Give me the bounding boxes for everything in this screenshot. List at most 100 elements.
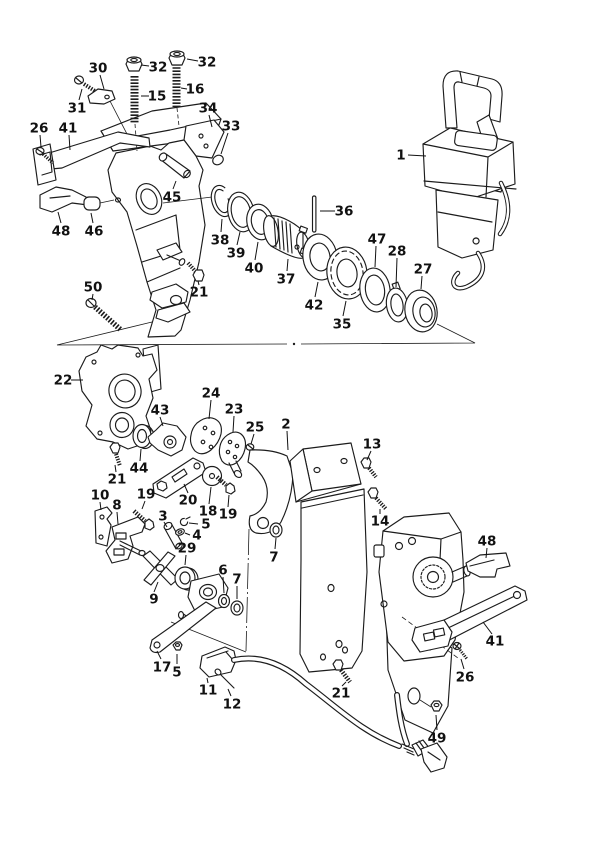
ring-47: [357, 266, 393, 314]
clip-5-upper: [180, 517, 190, 526]
label-leader-line: [375, 246, 376, 267]
pin-33: [211, 153, 225, 166]
screw-26-top: [36, 148, 53, 164]
part-label-14: 14: [371, 514, 390, 530]
part-label-13: 13: [363, 437, 382, 453]
part-label-40: 40: [245, 261, 264, 277]
label-leader-line: [209, 487, 211, 504]
part-label-3: 3: [158, 509, 167, 525]
part-label-12: 12: [223, 697, 242, 713]
screw-13: [361, 458, 376, 477]
part-label-48: 48: [52, 224, 71, 240]
label-leader-line: [40, 135, 41, 147]
pin-36: [313, 196, 316, 232]
label-leader-line: [185, 533, 190, 535]
part-label-32: 32: [149, 60, 168, 76]
label-leader-line: [185, 555, 186, 565]
label-leader-line: [228, 495, 229, 507]
part-label-44: 44: [130, 461, 149, 477]
part-label-18: 18: [199, 504, 218, 520]
label-leader-line: [237, 232, 240, 245]
screw-31: [75, 76, 96, 91]
part-label-39: 39: [227, 246, 246, 262]
part-label-7: 7: [232, 572, 241, 588]
control-body: [423, 128, 516, 258]
part-label-46: 46: [85, 224, 104, 240]
nut-32-left: [126, 57, 142, 71]
label-leader-line: [209, 400, 211, 419]
part-label-41: 41: [486, 634, 505, 650]
label-leader-line: [189, 523, 198, 524]
part-label-20: 20: [179, 493, 198, 509]
label-leader-line: [223, 577, 224, 593]
label-leader-line: [228, 689, 231, 696]
label-leader-line: [100, 75, 104, 89]
pin-3: [163, 521, 184, 550]
part-label-45: 45: [163, 190, 182, 206]
label-leader-line: [461, 659, 464, 669]
axis-line: [246, 529, 249, 651]
label-leader-line: [187, 59, 198, 61]
label-leader-line: [396, 258, 397, 287]
channel-bracket: [290, 443, 361, 502]
part-label-34: 34: [199, 101, 218, 117]
label-leader-line: [221, 219, 222, 232]
arm-41-bottom: [412, 586, 527, 652]
part-label-23: 23: [225, 402, 244, 418]
part-label-43: 43: [151, 403, 170, 419]
part-label-5: 5: [172, 665, 181, 681]
part-label-16: 16: [186, 82, 205, 98]
label-leader-line: [115, 465, 116, 472]
bolt-19-left: [134, 511, 154, 530]
bracket-2: [248, 450, 293, 534]
label-leader-line: [483, 622, 492, 634]
bracket-8: [106, 517, 145, 563]
label-leader-line: [287, 259, 288, 271]
part-label-29: 29: [178, 541, 197, 557]
part-label-33: 33: [222, 119, 241, 135]
part-label-2: 2: [281, 417, 290, 433]
part-label-21: 21: [332, 686, 351, 702]
part-label-15: 15: [148, 89, 167, 105]
label-leader-line: [367, 451, 371, 460]
label-leader-line: [157, 651, 161, 659]
label-leader-line: [255, 242, 258, 260]
screw-14: [368, 488, 386, 509]
cable-connector: [412, 740, 447, 772]
section-divider-line: [57, 322, 475, 345]
part-label-11: 11: [199, 683, 218, 699]
bolt-50: [86, 299, 121, 331]
swivel-frame-body: [108, 140, 205, 337]
part-label-28: 28: [388, 244, 407, 260]
gear-cylinder-37: [261, 215, 311, 259]
part-label-19: 19: [137, 487, 156, 503]
washer-4: [175, 528, 186, 537]
label-leader-line: [408, 155, 426, 156]
part-label-49: 49: [428, 731, 447, 747]
nut-49: [431, 701, 442, 711]
label-leader-line: [343, 301, 346, 316]
ring-7-upper: [270, 523, 282, 537]
cam-lever-43: [148, 423, 186, 456]
label-leader-line: [486, 548, 487, 558]
label-leader-line: [141, 65, 149, 66]
part-label-42: 42: [305, 298, 324, 314]
label-leader-line: [184, 484, 188, 493]
pin-45: [158, 152, 192, 179]
label-leader-line: [142, 501, 145, 509]
label-leader-line: [92, 294, 93, 300]
label-leader-line: [342, 682, 346, 686]
top-swivel-bracket-assembly: [33, 51, 225, 337]
switch-11: [200, 647, 236, 677]
part-label-7: 7: [269, 550, 278, 566]
screw-21-bottom: [333, 660, 350, 682]
part-label-35: 35: [333, 317, 352, 333]
part-label-4: 4: [192, 528, 201, 544]
part-label-26: 26: [30, 121, 49, 137]
part-label-5: 5: [201, 517, 210, 533]
cap-46: [84, 197, 114, 210]
part-label-24: 24: [202, 386, 221, 402]
